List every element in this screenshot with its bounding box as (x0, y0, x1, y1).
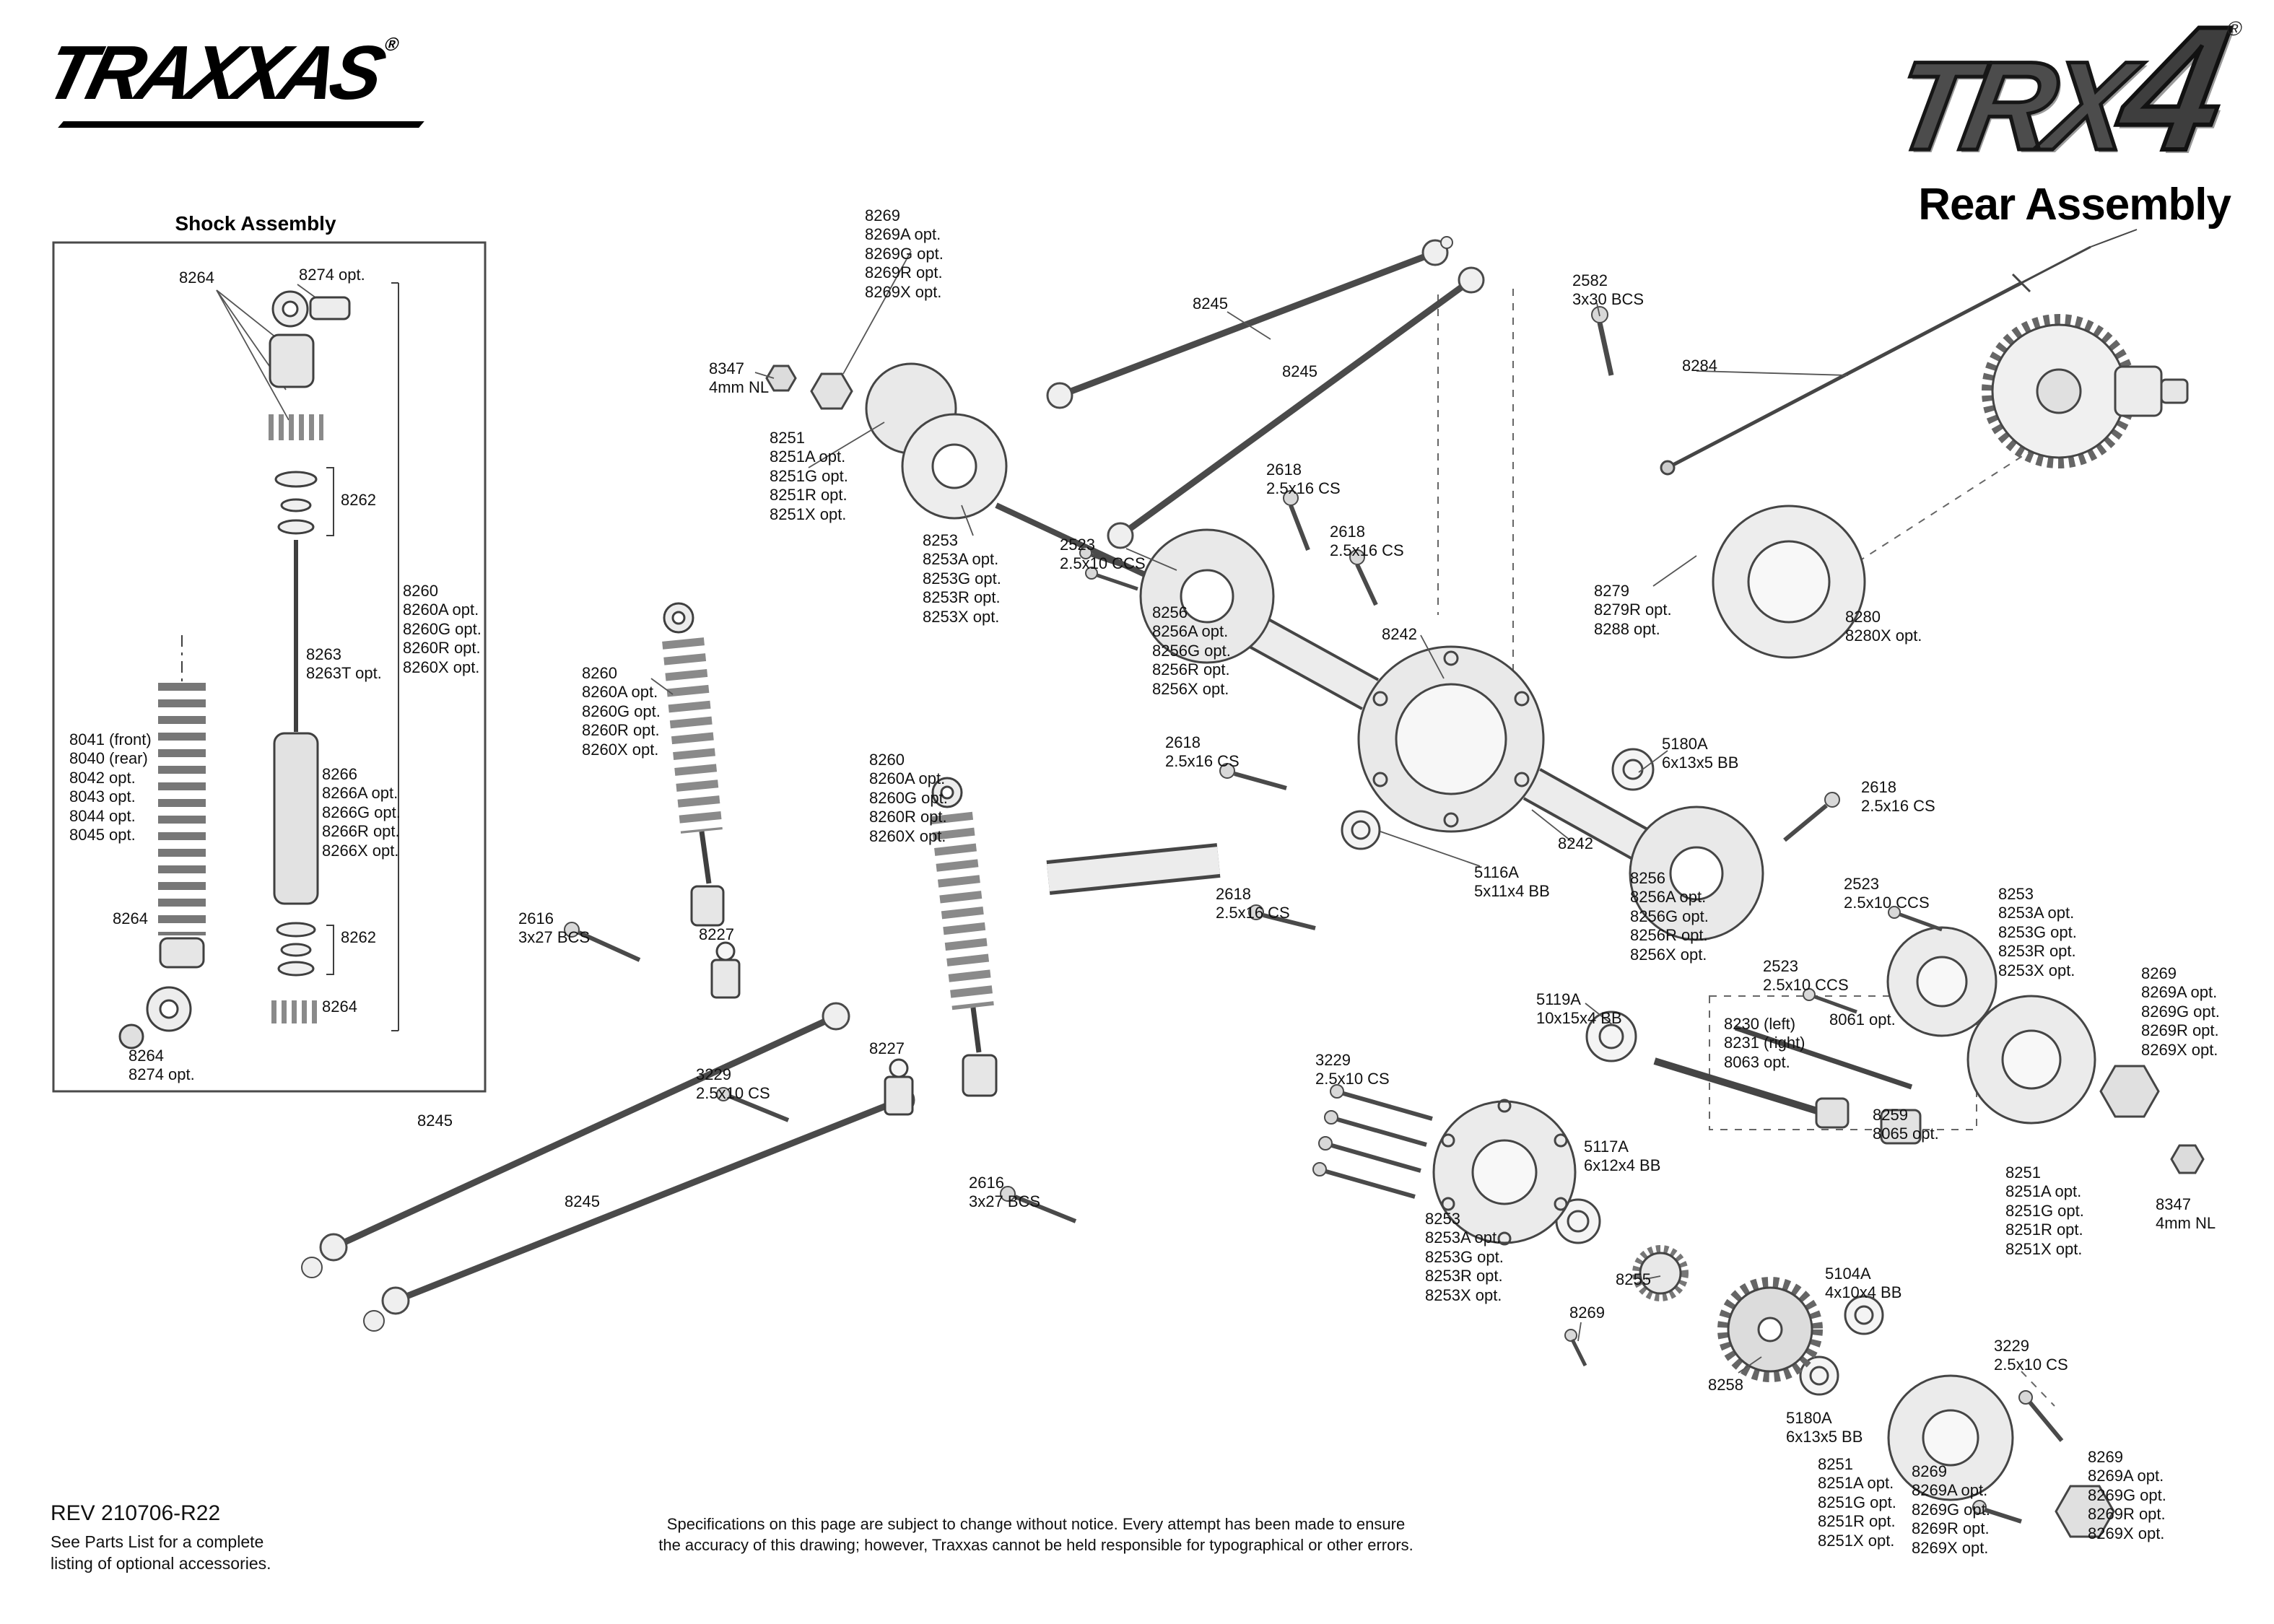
part-label-8242: 8242 (1382, 625, 1417, 643)
part-label-8245: 8245 (1193, 294, 1228, 313)
part-label-8245: 8245 (417, 1112, 453, 1130)
leader-lines (650, 250, 1849, 1374)
disclaimer-line2: the accuracy of this drawing; however, T… (658, 1535, 1413, 1554)
part-label-8255: 8255 (1616, 1270, 1651, 1288)
part-label-8284: 8284 (1682, 357, 1717, 375)
part-label-8264: 8264 (179, 269, 214, 287)
part-label-8269: 8269 (1569, 1304, 1605, 1322)
shock-assembly-inset-title: Shock Assembly (175, 212, 336, 235)
part-label-8262: 8262 (341, 928, 376, 946)
part-label-8245: 8245 (1282, 362, 1317, 380)
part-label-8264: 8264 (113, 909, 148, 927)
part-label-8264: 8264 (322, 997, 357, 1016)
assembled-shocks (662, 602, 998, 1116)
axle-assembly (765, 229, 2205, 1174)
fasteners (564, 306, 2064, 1524)
parts-list-note-line1: See Parts List for a complete (51, 1532, 264, 1551)
parts-list-note-line2: listing of optional accessories. (51, 1553, 271, 1573)
parts-list-note: See Parts List for a complete listing of… (51, 1532, 271, 1575)
part-label-8245: 8245 (565, 1192, 600, 1210)
page-title: Rear Assembly (1918, 180, 2231, 230)
part-label-8262: 8262 (341, 491, 376, 509)
gears-and-bearings (1341, 748, 2115, 1538)
part-label-8227: 8227 (699, 925, 734, 943)
part-label-8061opt: 8061 opt. (1829, 1010, 1896, 1029)
part-label-8230left: 8230 (left)8231 (right)8063 opt. (1724, 1015, 1805, 1071)
part-label-8258: 8258 (1708, 1376, 1743, 1394)
part-label-8274opt: 8274 opt. (299, 266, 365, 284)
part-label-8041front: 8041 (front)8040 (rear)8042 opt.8043 opt… (69, 730, 152, 844)
shock-assembly-inset (52, 241, 487, 1093)
inset-shock-parts (118, 282, 399, 1049)
revision-number: REV 210706-R22 (51, 1501, 221, 1525)
part-label-8242: 8242 (1558, 834, 1593, 852)
specifications-disclaimer: Specifications on this page are subject … (531, 1514, 1541, 1555)
disclaimer-line1: Specifications on this page are subject … (666, 1515, 1406, 1533)
part-label-8227: 8227 (869, 1039, 905, 1057)
